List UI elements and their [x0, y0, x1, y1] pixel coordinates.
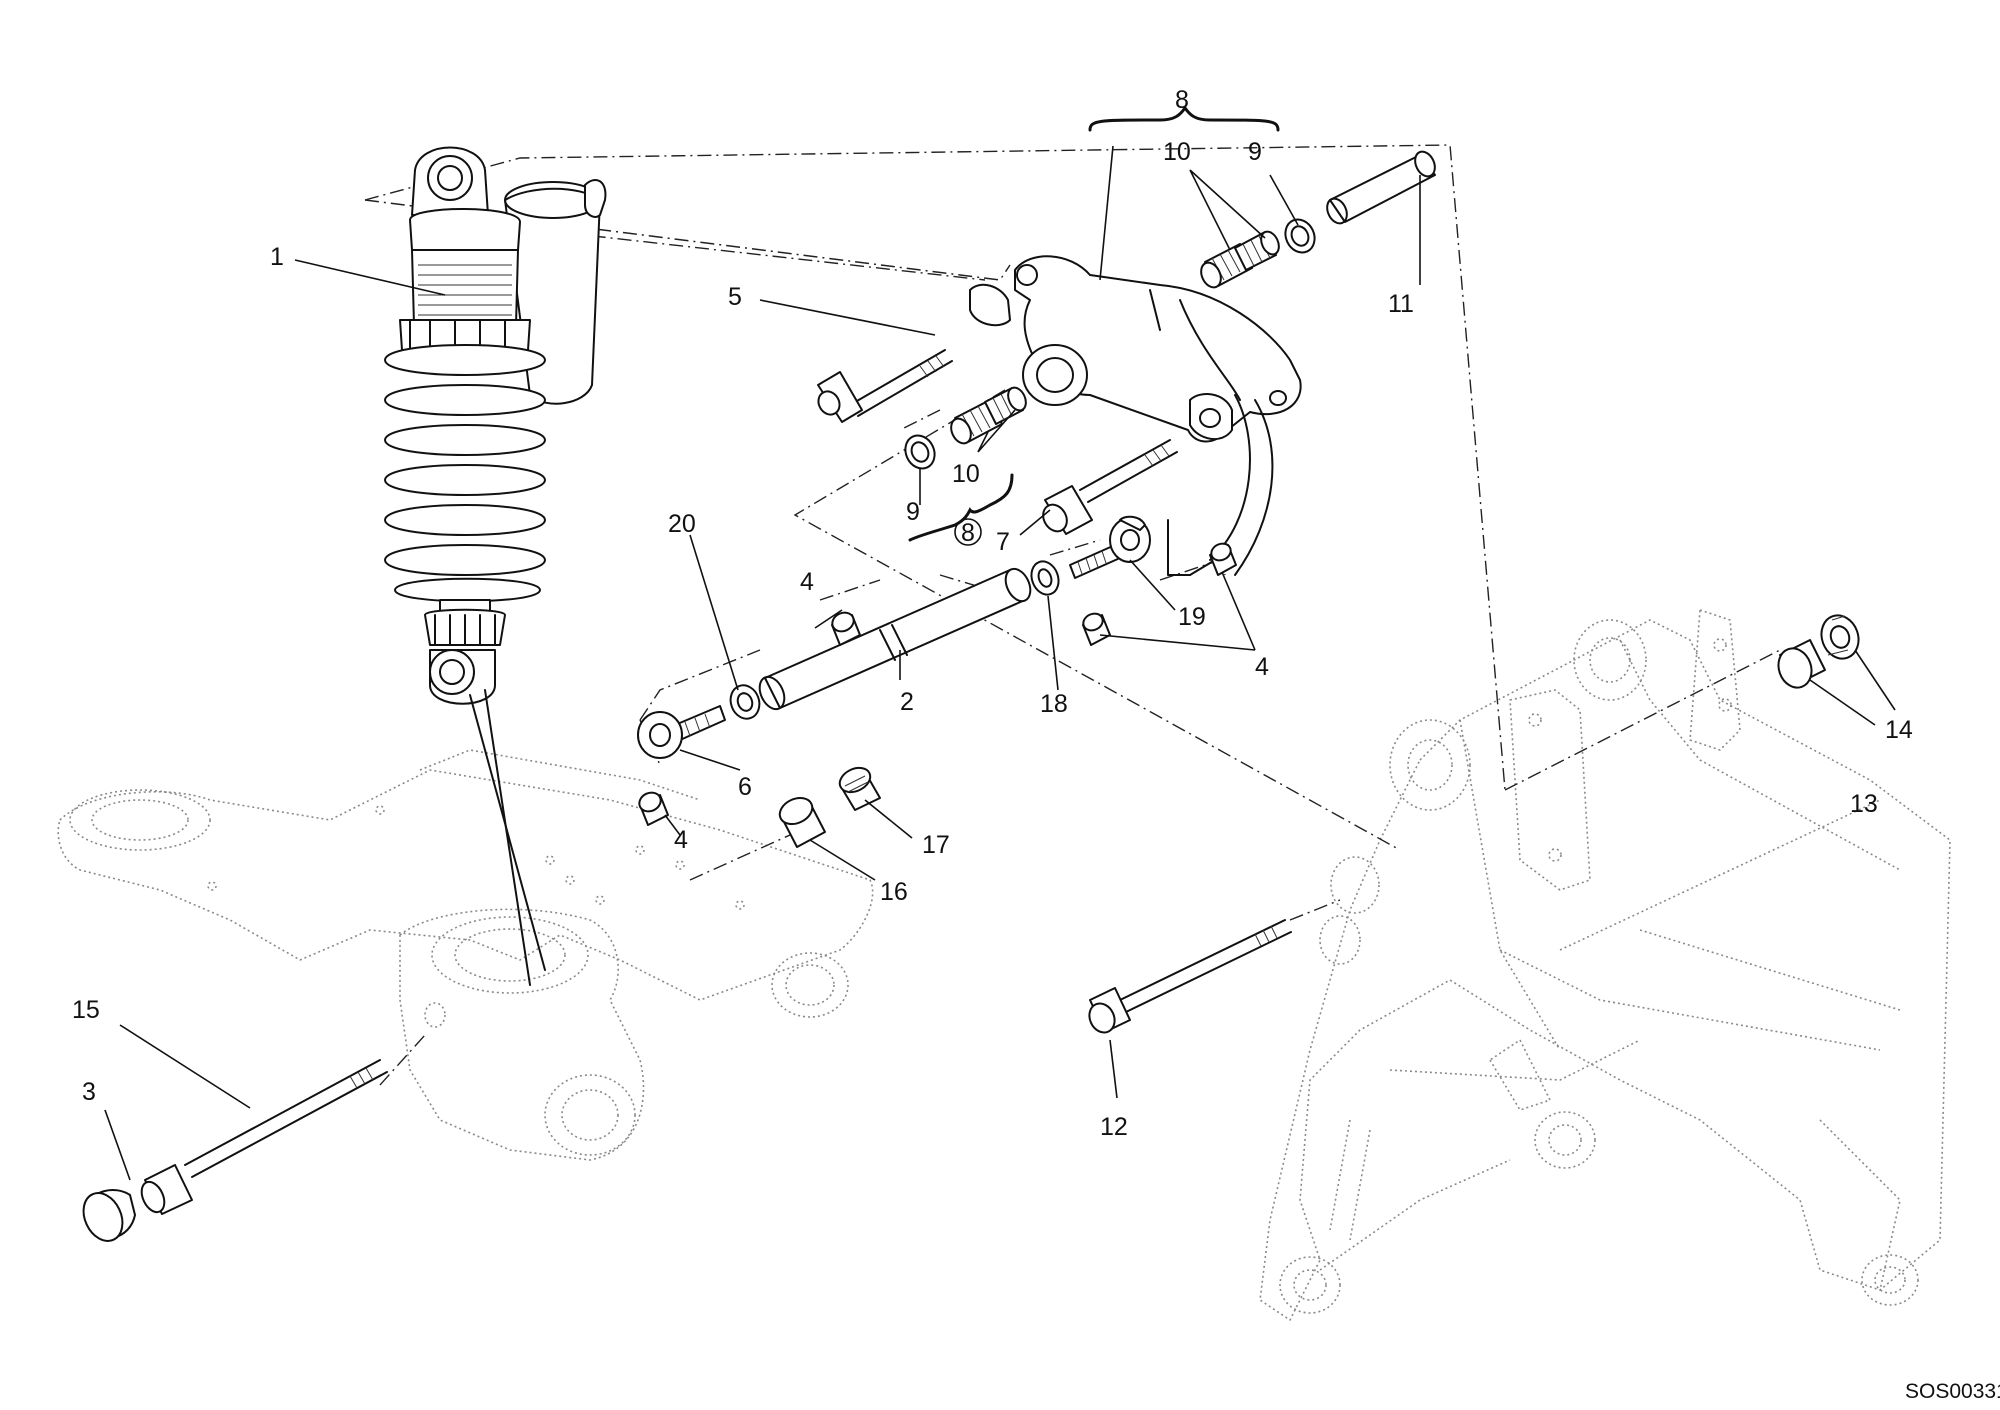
shock-absorber	[384, 146, 607, 986]
group-8-brace-bottom	[908, 473, 1014, 542]
callout-10-top: 10	[1163, 138, 1191, 166]
group-8-brace-top	[1088, 105, 1280, 132]
part-20-nut	[729, 684, 761, 720]
callout-4-a: 4	[800, 568, 814, 596]
part-4-screw-a	[831, 611, 861, 646]
callout-labels: 1 2 3 4 4 4 5 6 7 8 8 9 9 10 10 11 12 13…	[72, 86, 1913, 1141]
part-11-tube	[1326, 150, 1436, 225]
part-17-cap	[838, 766, 881, 811]
part-6-rod-end	[637, 705, 726, 759]
part-16-bush	[778, 796, 826, 848]
callout-9-bottom: 9	[906, 498, 920, 526]
leader-lines	[104, 145, 1896, 1181]
part-9-ring-top	[1284, 218, 1316, 254]
callout-20: 20	[668, 510, 696, 538]
callout-15: 15	[72, 996, 100, 1024]
part-15-bolt	[184, 1059, 388, 1178]
callout-16: 16	[880, 878, 908, 906]
swingarm-ghost	[57, 749, 874, 1161]
callout-18: 18	[1040, 690, 1068, 718]
frame-ghost	[1259, 609, 1951, 1321]
swingarm-holes	[207, 805, 745, 910]
callout-6: 6	[738, 773, 752, 801]
callout-8-bottom: 8	[961, 519, 975, 547]
part-18-spacer	[1030, 560, 1060, 596]
part-13-bush	[1777, 639, 1826, 689]
rocker-arm	[969, 255, 1302, 576]
part-4-screw-c	[1209, 542, 1237, 576]
callout-4-c: 4	[1255, 653, 1269, 681]
callout-10-bottom: 10	[952, 460, 980, 488]
part-10-bearings-mid	[950, 386, 1027, 445]
callout-3: 3	[82, 1078, 96, 1106]
callout-9-top: 9	[1248, 138, 1262, 166]
callout-2: 2	[900, 688, 914, 716]
callout-4-b: 4	[674, 826, 688, 854]
callout-19: 19	[1178, 603, 1206, 631]
part-12-bolt	[1088, 919, 1292, 1034]
part-4-screw-d	[1082, 612, 1111, 646]
callout-1: 1	[270, 243, 284, 271]
part-9-ring-mid	[904, 434, 936, 470]
callout-12: 12	[1100, 1113, 1128, 1141]
part-2-tube	[758, 567, 1032, 711]
part-5-bolt	[817, 349, 953, 423]
callout-11: 11	[1388, 290, 1414, 318]
part-7-bolt	[1042, 439, 1178, 535]
callout-5: 5	[728, 283, 742, 311]
callout-8-circled: 8	[954, 518, 982, 547]
callout-13: 13	[1850, 790, 1878, 818]
part-10-bearings-top	[1200, 230, 1280, 289]
part-3-cap	[82, 1164, 193, 1242]
callout-7: 7	[996, 528, 1010, 556]
part-14-cap	[1820, 614, 1860, 660]
callout-17: 17	[922, 831, 950, 859]
callout-14: 14	[1885, 716, 1913, 744]
callout-8-top: 8	[1175, 86, 1189, 114]
part-4-screw-b	[638, 791, 669, 826]
drawing-code: SOS00331	[1905, 1380, 2000, 1403]
part-19-rod-end	[1069, 515, 1151, 579]
